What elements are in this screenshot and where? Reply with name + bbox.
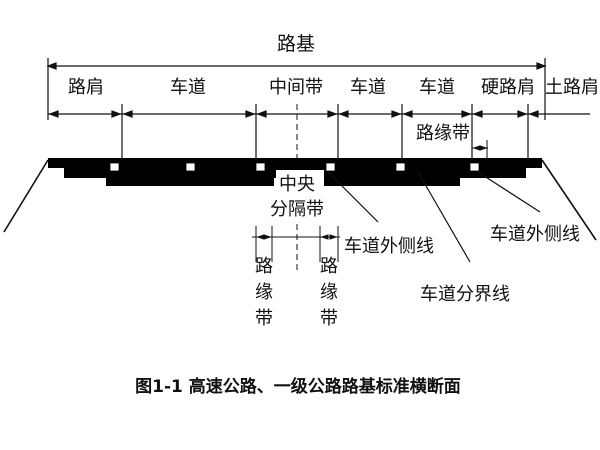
lane-outer-edge-line-2-label: 车道外侧线 [490,224,580,245]
median-label-bg [276,170,324,222]
svg-text:带: 带 [320,308,338,329]
lane-outer-right-label: 车道 [419,77,455,98]
median-divider-label-bottom: 分隔带 [270,199,324,220]
segment-dimension [48,104,590,158]
median-label: 中间带 [269,77,323,98]
lane-outer-edge-line-1-label: 车道外侧线 [344,236,434,257]
lane-left-label: 车道 [170,77,206,98]
svg-text:缘: 缘 [255,282,273,303]
edge-strip-right-dimension [472,140,488,158]
subgrade-label: 路基 [277,33,315,55]
shoulder-label: 路肩 [68,77,104,98]
lane-inner-right-label: 车道 [350,77,386,98]
hard-shoulder-label: 硬路肩 [481,77,535,98]
embankment-slopes [3,159,597,241]
lane-markings [109,162,480,172]
lane-divider-line-label: 车道分界线 [420,284,510,305]
svg-text:缘: 缘 [320,282,338,303]
svg-text:路: 路 [255,256,273,277]
median-edge-strip-dimension [252,226,340,262]
median-divider-label-top: 中央 [279,174,315,195]
svg-text:路: 路 [320,256,338,277]
earth-shoulder-label: 土路肩 [545,77,599,98]
leader-lines [327,171,541,263]
svg-text:带: 带 [255,308,273,329]
figure-caption: 图1-1 高速公路、一级公路路基标准横断面 [135,376,461,397]
edge-strip-left-vertical: 路 缘 带 [255,256,273,329]
edge-strip-right-vertical: 路 缘 带 [320,256,338,329]
subgrade-dimension [46,58,547,120]
edge-strip-right-label: 路缘带 [416,123,470,144]
